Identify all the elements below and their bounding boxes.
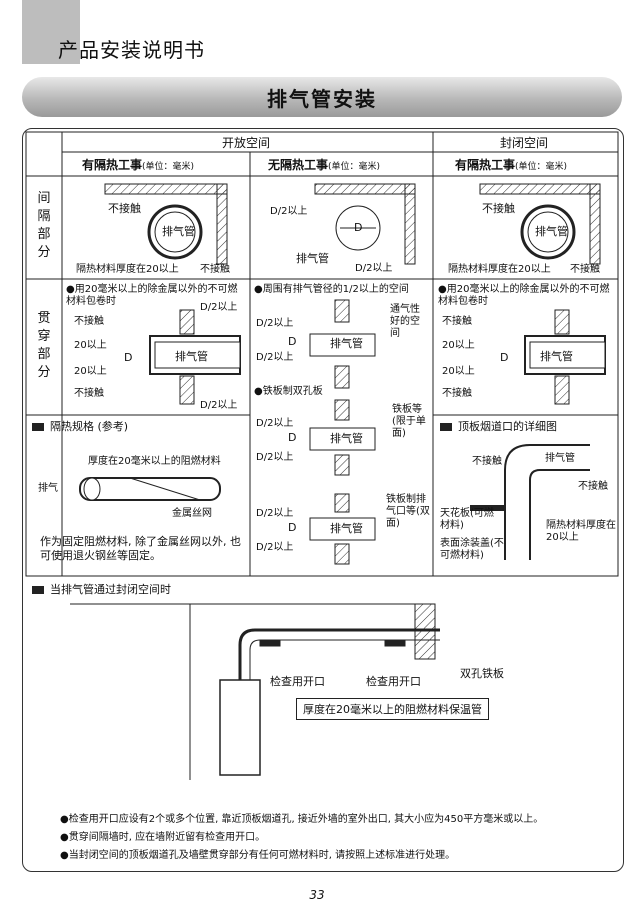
flue-title: 顶板烟道口的详细图 <box>458 420 557 433</box>
diagram-flue-detail <box>470 444 590 560</box>
spec-thickness: 厚度在20毫米以上的阻燃材料 <box>88 456 221 467</box>
label-inspect-1: 检查用开口 <box>270 675 325 688</box>
diagram-penetration-plain <box>309 299 376 565</box>
label-exhaust-pipe: 排气管 <box>330 432 363 445</box>
diagram-penetration-closed <box>524 309 606 405</box>
label-vent-space: 通气性好的空间 <box>390 304 420 339</box>
col-head-1-title: 有隔热工事 <box>82 158 143 172</box>
diagram-insulation-spec <box>79 477 221 501</box>
diagram-penetration-insulated <box>149 309 241 405</box>
row-head-penetration: 贯穿部分 <box>37 311 51 380</box>
label-plate-limit: 铁板等(限于单面) <box>392 404 426 439</box>
col-head-1-unit: (单位：毫米) <box>142 162 195 172</box>
content-frame <box>22 128 624 872</box>
label-d-half: D/2以上 <box>256 418 294 429</box>
label-d-half: D/2以上 <box>270 206 308 217</box>
diagram-corner-closed <box>479 183 601 265</box>
label-d-half: D/2以上 <box>256 352 294 363</box>
label-d: D <box>500 351 509 364</box>
label-no-contact: 不接触 <box>74 388 104 399</box>
label-d: D <box>354 221 363 234</box>
col-group-open: 开放空间 <box>222 136 271 150</box>
label-no-contact: 不接触 <box>578 481 608 492</box>
note-metal-wrap-closed: ●用20毫米以上的除金属以外的不可燃材料包卷时 <box>438 284 610 307</box>
label-d-half: D/2以上 <box>355 263 393 274</box>
label-no-contact: 不接触 <box>74 316 104 327</box>
label-d-half: D/2以上 <box>256 452 294 463</box>
label-insulated-pipe: 厚度在20毫米以上的阻燃材料保温管 <box>296 698 489 720</box>
label-plate-port: 铁板制排气口等(双面) <box>386 494 430 529</box>
spec-exhaust: 排气 <box>38 483 58 494</box>
label-d: D <box>288 335 297 348</box>
label-no-contact: 不接触 <box>482 202 515 215</box>
label-insulation-thickness: 隔热材料厚度在20以上 <box>76 264 179 275</box>
label-d: D <box>124 351 133 364</box>
label-exhaust-pipe: 排气管 <box>535 225 568 238</box>
col-head-3-title: 有隔热工事 <box>455 158 516 172</box>
closed-title: 当排气管通过封闭空间时 <box>50 583 171 596</box>
spec-wire: 金属丝网 <box>172 508 212 519</box>
label-d-half: D/2以上 <box>200 400 238 411</box>
label-double-plate: 双孔铁板 <box>460 667 504 680</box>
label-exhaust-pipe: 排气管 <box>296 252 329 265</box>
note-around-space: ●周围有排气管径的1/2以上的空间 <box>254 284 409 295</box>
spec-note: 作为固定阻燃材料, 除了金属丝网以外, 也可使用退火钢丝等固定。 <box>40 535 241 562</box>
label-no-contact: 不接触 <box>442 316 472 327</box>
col-group-closed: 封闭空间 <box>500 136 549 150</box>
label-over20: 20以上 <box>74 366 107 377</box>
diagram-closed-space <box>70 603 440 780</box>
spec-title: 隔热规格 (参考) <box>50 420 129 433</box>
label-inspect-2: 检查用开口 <box>366 675 421 688</box>
label-d: D <box>288 521 297 534</box>
label-exhaust-pipe: 排气管 <box>175 350 208 363</box>
section-banner: 排气管安装 <box>22 77 622 117</box>
note-1: ●检查用开口应设有2个或多个位置, 靠近顶板烟道孔, 接近外墙的室外出口, 其大… <box>60 814 544 825</box>
note-double-plate: ●铁板制双孔板 <box>254 386 323 397</box>
note-2: ●贯穿间隔墙时, 应在墙附近留有检查用开口。 <box>60 832 266 843</box>
label-insulation-thickness-flue: 隔热材料厚度在20以上 <box>546 520 616 543</box>
label-d: D <box>288 431 297 444</box>
document-title: 产品安装说明书 <box>58 38 205 62</box>
label-over20: 20以上 <box>74 340 107 351</box>
section-title: 排气管安装 <box>267 87 377 111</box>
label-d-half: D/2以上 <box>256 508 294 519</box>
label-exhaust-pipe: 排气管 <box>330 522 363 535</box>
label-d-half: D/2以上 <box>256 318 294 329</box>
row-head-spacing: 间隔部分 <box>37 191 51 260</box>
diagram-corner-plain <box>314 183 416 265</box>
label-d-half: D/2以上 <box>200 302 238 313</box>
label-exhaust-pipe: 排气管 <box>545 453 575 464</box>
label-no-contact: 不接触 <box>442 388 472 399</box>
label-no-contact: 不接触 <box>200 264 230 275</box>
label-d-half: D/2以上 <box>256 542 294 553</box>
label-exhaust-pipe: 排气管 <box>540 350 573 363</box>
col-head-2-unit: (单位：毫米) <box>328 162 381 172</box>
col-head-2-title: 无隔热工事 <box>268 158 329 172</box>
note-metal-wrap: ●用20毫米以上的除金属以外的不可燃材料包卷时 <box>66 284 238 307</box>
note-3: ●当封闭空间的顶板烟道孔及墙壁贯穿部分有任何可燃材料时, 请按照上述标准进行处理… <box>60 850 456 861</box>
col-head-3-unit: (单位：毫米) <box>515 162 568 172</box>
label-ceiling: 天花板(可燃材料) <box>440 508 494 531</box>
header-tab <box>22 0 80 64</box>
diagram-corner-insulated <box>104 183 228 265</box>
label-no-contact: 不接触 <box>472 456 502 467</box>
page-number: 33 <box>309 888 325 902</box>
label-insulation-thickness: 隔热材料厚度在20以上 <box>448 264 551 275</box>
label-over20: 20以上 <box>442 340 475 351</box>
label-surface-coat: 表面涂装盖(不可燃材料) <box>440 538 504 561</box>
label-over20: 20以上 <box>442 366 475 377</box>
label-exhaust-pipe: 排气管 <box>162 225 195 238</box>
label-exhaust-pipe: 排气管 <box>330 337 363 350</box>
label-no-contact: 不接触 <box>570 264 600 275</box>
label-no-contact: 不接触 <box>108 202 141 215</box>
